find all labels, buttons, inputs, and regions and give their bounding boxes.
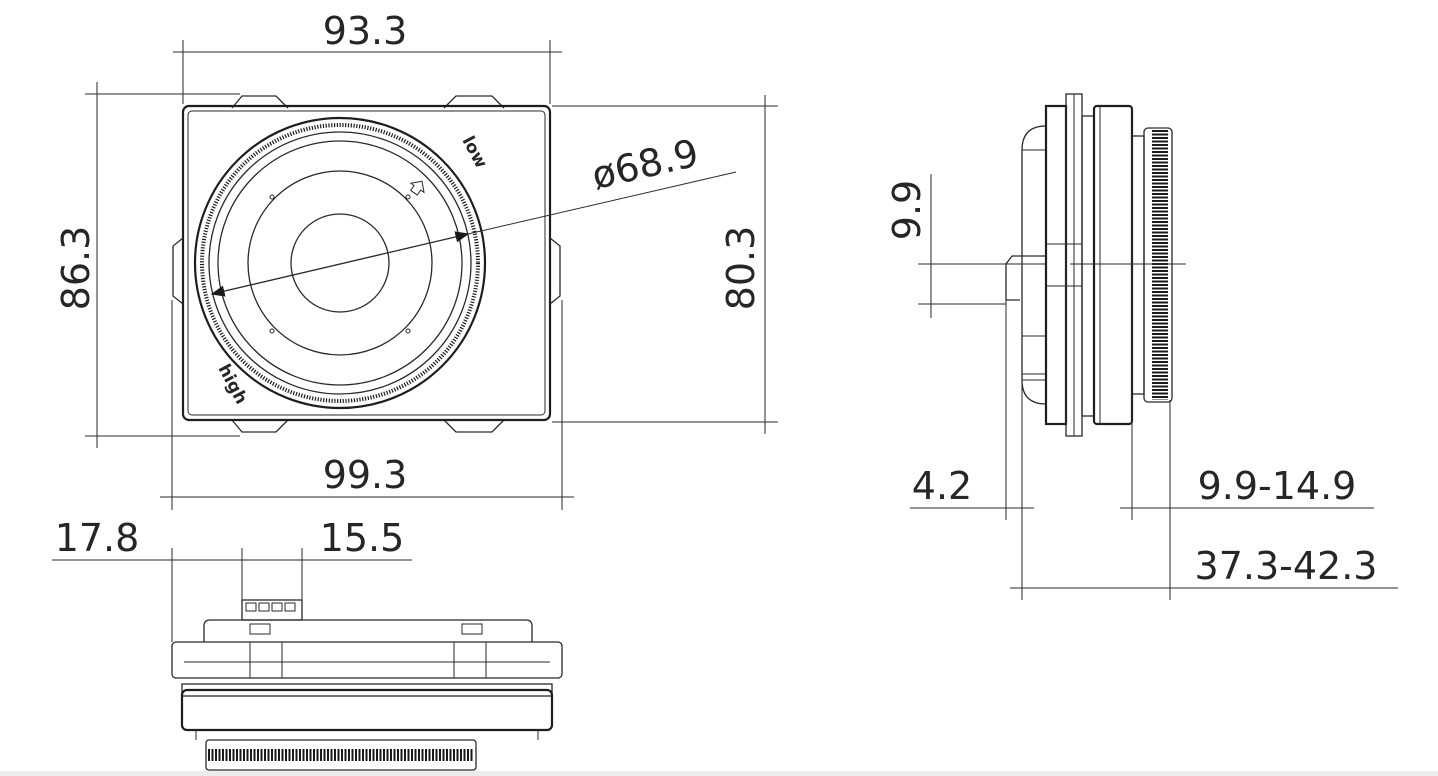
bottom-stud xyxy=(461,623,483,635)
front-gear-teeth xyxy=(200,123,480,403)
dim-99-3: 99.3 xyxy=(323,453,408,497)
focus-low-label: low xyxy=(458,133,491,172)
front-lug-left xyxy=(172,237,184,305)
dim-diameter: ø68.9 xyxy=(588,131,703,198)
diameter-leader xyxy=(467,171,737,235)
bottom-main-body xyxy=(171,641,563,679)
dim-80-3: 80.3 xyxy=(719,226,763,311)
connector-pin xyxy=(245,602,257,612)
side-view xyxy=(1005,93,1186,437)
focus-arrow-icon xyxy=(409,180,425,196)
side-neck xyxy=(1131,135,1145,395)
side-focus-ring xyxy=(1143,127,1173,403)
connector-pin xyxy=(284,602,296,612)
dim-9-9: 9.9 xyxy=(885,180,929,240)
front-lug-top-right xyxy=(443,95,505,109)
front-lug-right xyxy=(549,237,561,305)
dim-17-8: 17.8 xyxy=(55,516,140,560)
bottom-top-housing xyxy=(203,619,533,642)
side-plate-1 xyxy=(1044,104,1068,426)
bottom-stud xyxy=(249,623,271,635)
front-view: low high xyxy=(172,95,561,433)
front-dimensions: 93.3 99.3 86.3 80.3 ø68.9 xyxy=(54,9,778,510)
front-lens-aperture xyxy=(290,213,390,313)
front-screw-4 xyxy=(405,328,411,334)
dim-37-3-42-3: 37.3-42.3 xyxy=(1195,544,1378,588)
bottom-lens-barrel xyxy=(180,688,554,732)
front-outer-ring xyxy=(193,116,487,410)
dim-15-5: 15.5 xyxy=(320,516,405,560)
front-lug-bottom-left xyxy=(231,419,289,433)
front-lug-top-left xyxy=(231,95,289,109)
front-lug-bottom-right xyxy=(443,419,505,433)
front-ring-4 xyxy=(247,170,433,356)
side-back-housing xyxy=(1021,125,1047,405)
diameter-arrow xyxy=(210,231,470,297)
focus-high-label: high xyxy=(214,361,251,408)
side-housing-tab xyxy=(1021,335,1047,375)
bottom-focus-ring xyxy=(205,739,477,771)
side-connector xyxy=(1005,255,1046,301)
connector-pin xyxy=(271,602,283,612)
dim-4-2: 4.2 xyxy=(912,464,972,508)
front-screw-3 xyxy=(269,328,275,334)
bottom-view xyxy=(171,599,563,771)
dim-9-9-14-9: 9.9-14.9 xyxy=(1198,464,1357,508)
bottom-flange xyxy=(181,683,553,697)
front-ring-3 xyxy=(217,140,463,386)
bottom-edge-strip xyxy=(0,771,1438,776)
side-dimensions: 9.9 4.2 9.9-14.9 37.3-42.3 xyxy=(885,174,1398,600)
dim-86-3: 86.3 xyxy=(54,226,98,311)
front-body-inner xyxy=(187,110,546,416)
side-mount-gap xyxy=(1081,115,1095,417)
front-screw-1 xyxy=(269,194,275,200)
front-screw-2 xyxy=(405,194,411,200)
front-body-outline xyxy=(181,104,552,422)
dim-93-3: 93.3 xyxy=(323,9,408,53)
connector-pin xyxy=(258,602,270,612)
bottom-dimensions: 17.8 15.5 xyxy=(52,516,412,642)
front-ring-2 xyxy=(208,131,472,395)
